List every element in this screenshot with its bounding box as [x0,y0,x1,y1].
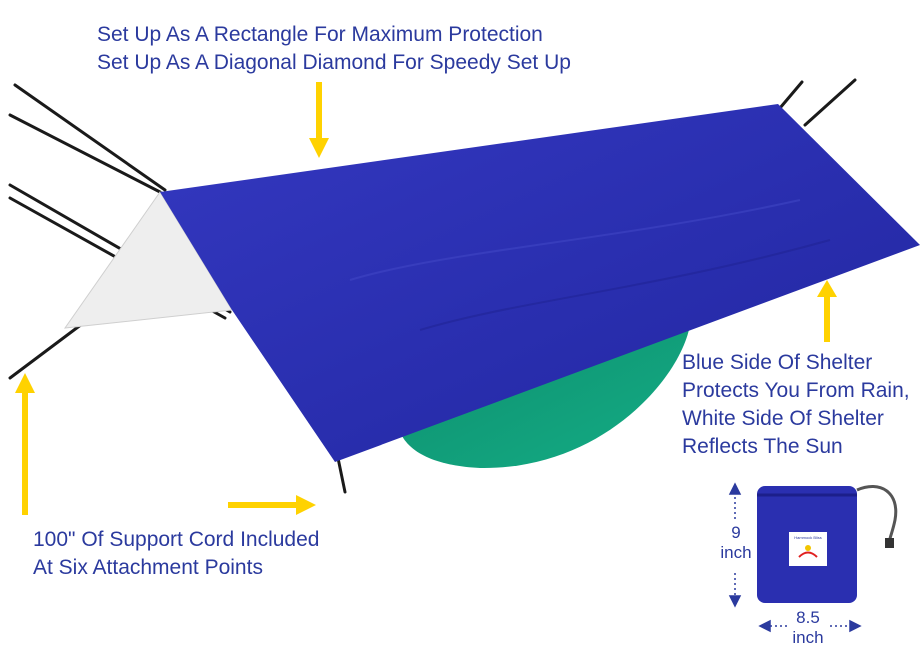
arrow-top [309,82,329,158]
caption-setup-line-1: Set Up As A Rectangle For Maximum Protec… [97,23,543,46]
bag-width-value: 8.5 [796,608,820,627]
hammock [400,323,690,469]
arrow-right [817,280,837,342]
caption-sides-line-2: Protects You From Rain, [682,379,910,402]
bag-height-value: 9 [731,523,741,542]
bag-width-label: 8.5 inch [783,608,833,648]
arrow-left-up [15,373,35,515]
caption-cord-line-2: At Six Attachment Points [33,556,263,579]
storage-bag [757,485,898,603]
dimension-lines [728,482,862,633]
bag-logo-text: Hammock Bliss [794,535,822,540]
arrow-bottom-right [228,495,316,515]
bag-height-unit: inch [720,543,752,562]
caption-setup-line-2: Set Up As A Diagonal Diamond For Speedy … [97,51,571,74]
caption-setup: Set Up As A Rectangle For Maximum Protec… [97,21,571,77]
caption-sides-line-4: Reflects The Sun [682,435,843,458]
bag-height-label: 9 inch [716,523,756,563]
bag-width-unit: inch [792,628,824,647]
caption-sides: Blue Side Of Shelter Protects You From R… [682,349,910,461]
caption-sides-line-3: White Side Of Shelter [682,407,884,430]
caption-cord: 100" Of Support Cord Included At Six Att… [33,526,319,582]
caption-cord-line-1: 100" Of Support Cord Included [33,528,320,551]
caption-sides-line-1: Blue Side Of Shelter [682,351,873,374]
tarp-blue-side [160,104,920,462]
